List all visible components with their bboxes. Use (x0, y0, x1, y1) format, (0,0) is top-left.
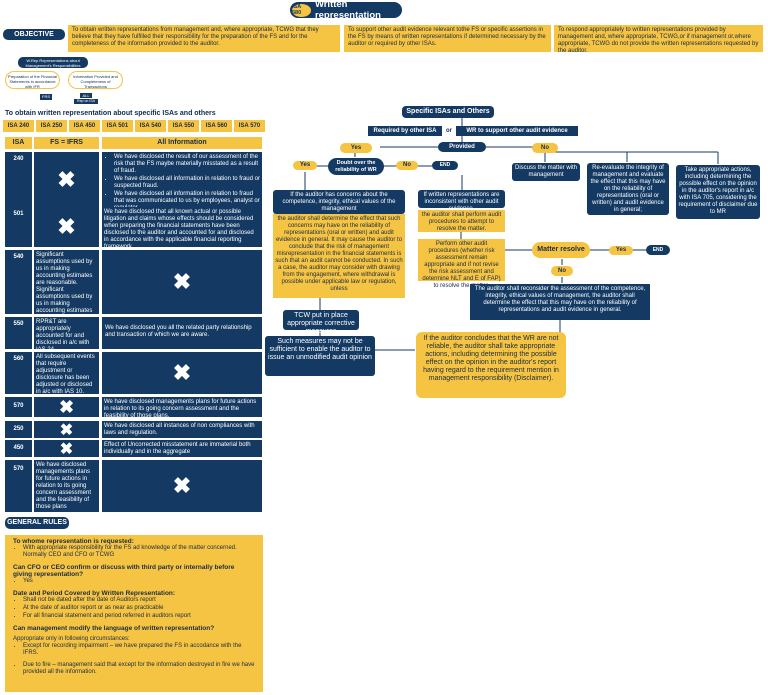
flow-end-1: END (432, 161, 458, 170)
gr-item: Shall not be dated after the date of Aud… (23, 597, 255, 604)
mini-tag-right: ALL (80, 93, 92, 98)
row-isa-450: 450 (5, 440, 32, 457)
flow-concerns: If the auditor has concerns about the co… (273, 190, 405, 214)
cross-mark: ✖ (34, 207, 99, 247)
flow-procedures: the auditor shall perform audit procedur… (418, 210, 505, 232)
flow-concerns-detail: the auditor shall determine the effect t… (273, 214, 405, 298)
row-isa-540: 540 (5, 250, 32, 314)
flow-reevaluate: Re-evaluate the integrity of management … (587, 163, 669, 215)
gr-question: Can management modify the language of wr… (13, 625, 215, 632)
flow-yes-2: Yes (293, 161, 317, 170)
row-isa-250: 250 (5, 421, 32, 438)
row-isa-570b: 570 (5, 460, 32, 512)
isa-tab[interactable]: ISA 570 (234, 120, 265, 132)
flow-take-actions: Take appropriate actions, including dete… (676, 165, 760, 219)
isa-tab[interactable]: ISA 560 (201, 120, 232, 132)
cross-mark: ✖ (34, 152, 99, 208)
general-rules-box: To whome representation is requested: Wi… (5, 535, 263, 692)
isa-tab-row: ISA 240 ISA 250 ISA 450 ISA 501 ISA 540 … (3, 120, 265, 132)
gr-item: For all financial statement and period r… (23, 613, 255, 620)
flow-yes-3: Yes (609, 246, 633, 255)
cross-mark: ✖ (102, 460, 262, 512)
row-isa-550: 550 (5, 317, 32, 349)
isa-tab[interactable]: ISA 450 (69, 120, 100, 132)
flow-perform-other: Perform other audit procedures (whether … (418, 239, 505, 289)
flow-no-3: No (551, 266, 573, 276)
row-fs-570b: We have disclosed managements plans for … (34, 460, 99, 512)
specific-heading: To obtain written representation about s… (5, 110, 216, 117)
flow-discuss: Discuss the matter with management (512, 163, 580, 181)
flow-end-2: END (646, 245, 670, 255)
row-isa-501: 501 (5, 207, 32, 247)
objective-label: OBJECTIVE (3, 29, 65, 40)
isa-tab[interactable]: ISA 250 (36, 120, 67, 132)
isa-tab[interactable]: ISA 550 (168, 120, 199, 132)
flow-matter-resolve: Matter resolve (532, 242, 590, 258)
objective-box-1: To obtain written representations from m… (68, 25, 340, 52)
page-title: Written representation (314, 0, 381, 21)
row-info-250: We have disclosed all instances of non c… (102, 421, 262, 438)
row-info-450: Effect of Uncorrected misstatement are i… (102, 440, 262, 457)
flow-doubt: Doubt over the reliability of WR (328, 158, 384, 175)
isa-tab[interactable]: ISA 501 (102, 120, 133, 132)
gr-question: Date and Period Covered by Written Repre… (13, 590, 176, 597)
table-header-fs: FS = IFRS (34, 137, 99, 149)
gr-item: Due to fire – management said that excep… (23, 662, 255, 676)
general-rules-label: GENERAL RULES (5, 517, 69, 529)
flow-no-1: No (532, 143, 558, 153)
flow-conclude: If the auditor concludes that the WR are… (416, 332, 566, 398)
flow-yes-1: Yes (340, 143, 372, 153)
cross-mark: ✖ (34, 421, 99, 439)
row-isa-570: 570 (5, 397, 32, 417)
objective-box-2: To support other audit evidence relevant… (344, 25, 551, 52)
row-isa-240: 240 (5, 152, 32, 208)
row-info-240: We have disclosed the result of our asse… (102, 152, 262, 211)
gr-question: To whome representation is requested: (13, 538, 134, 545)
flow-provided: Provided (438, 142, 486, 152)
mini-tag-right2: Rep on ISA (74, 99, 98, 104)
gr-item: Yes (23, 578, 255, 585)
row-info-550: We have disclosed you all the related pa… (102, 317, 262, 349)
isa-tab[interactable]: ISA 240 (3, 120, 34, 132)
isa-badge: ISA 580 (292, 3, 311, 17)
cross-mark: ✖ (34, 397, 99, 417)
cross-mark: ✖ (34, 440, 99, 458)
flow-required: Required by other ISA (368, 126, 442, 136)
flow-reconsider: The auditor shall reconsider the assessm… (470, 284, 650, 320)
gr-item: With appropriate responsibility for the … (23, 545, 255, 559)
header-bar: ISA 580 Written representation (290, 0, 402, 21)
gr-item: Except for recording impairment – we hav… (23, 643, 255, 657)
flow-support: WR to support other audit evidence (456, 126, 578, 136)
flow-tcw: TCW put in place appropriate corrective … (283, 310, 359, 335)
gr-question: Can CFO or CEO confirm or discuss with t… (13, 564, 235, 578)
flow-title: Specific ISAs and Others (402, 106, 494, 118)
row-fs-550: RPR&T are appropriately accounted for an… (34, 317, 99, 353)
info-240-item: We have disclosed all information in rel… (114, 176, 260, 190)
flow-no-2: No (396, 161, 418, 170)
row-info-501: We have disclosed that all known actual … (102, 207, 262, 250)
info-240-item: We have disclosed the result of our asse… (114, 154, 260, 175)
mini-right-node: Information Provided and Completeness of… (68, 71, 123, 89)
row-isa-560: 560 (5, 352, 32, 394)
table-header-isa: ISA (5, 137, 32, 149)
cross-mark: ✖ (102, 250, 262, 314)
row-info-570: We have disclosed managements plans for … (102, 397, 262, 419)
gr-item: At the date of auditor report or as near… (23, 605, 255, 612)
objective-box-3: To respond appropriately to written repr… (554, 25, 763, 54)
flow-inconsistent: If written representations are inconsist… (418, 190, 505, 212)
mini-tag-left: FRS (40, 94, 52, 100)
flow-or: or (446, 128, 452, 134)
mini-top-node: W.Rep Representations about Management's… (18, 57, 88, 68)
flow-measures: Such measures may not be sufficient to e… (265, 336, 375, 376)
gr-text: Appropriate only in following circumstan… (13, 636, 130, 642)
isa-tab[interactable]: ISA 540 (135, 120, 166, 132)
mini-left-node: Preparation of the Financial Statements … (5, 71, 60, 89)
table-header-info: All Information (102, 137, 262, 149)
cross-mark: ✖ (102, 352, 262, 394)
row-fs-560: All subsequent events that require adjus… (34, 352, 99, 395)
